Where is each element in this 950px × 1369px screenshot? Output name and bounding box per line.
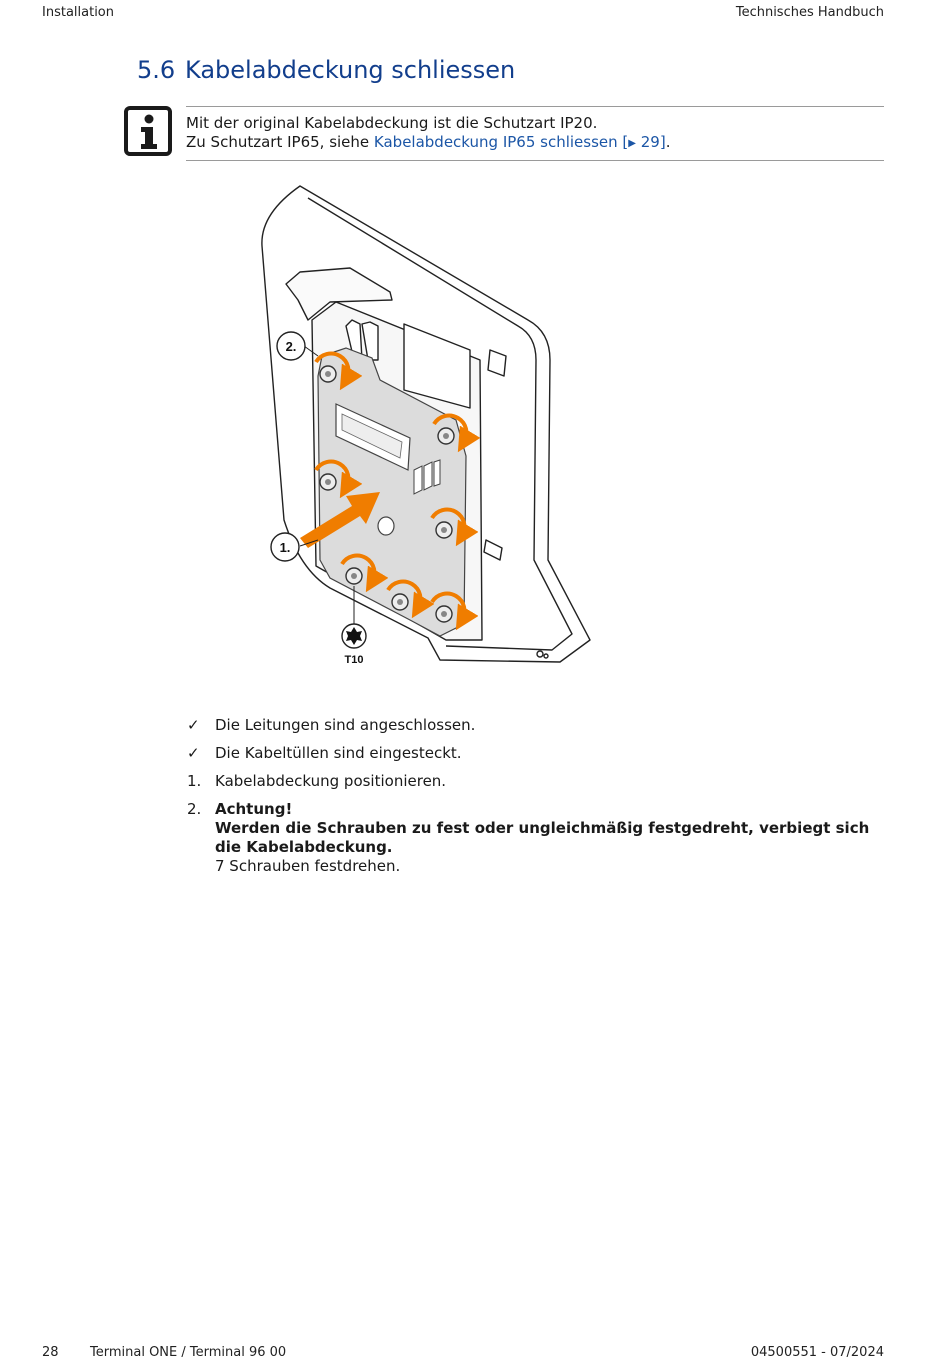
tool-label: T10 xyxy=(345,654,364,666)
info-note: Mit der original Kabelabdeckung ist die … xyxy=(186,114,670,153)
step-text: Die Leitungen sind angeschlossen. xyxy=(215,716,476,734)
header-section-label: Installation xyxy=(42,5,115,20)
section-number: 5.6 xyxy=(137,56,176,84)
screw xyxy=(430,507,479,547)
screw xyxy=(386,579,435,619)
step-text: 7 Schrauben festdrehen. xyxy=(215,857,401,875)
list-item: 1. Kabelabdeckung positionieren. xyxy=(186,772,884,791)
info-top-rule xyxy=(186,106,884,107)
screw xyxy=(340,553,389,593)
cable-cover-plate xyxy=(317,347,467,637)
info-line-2: Zu Schutzart IP65, siehe Kabelabdeckung … xyxy=(186,133,671,151)
callout-2: 2. xyxy=(276,331,306,361)
screw xyxy=(314,459,363,499)
list-item: 2. Achtung! Werden die Schrauben zu fest… xyxy=(186,800,884,876)
info-icon xyxy=(124,106,172,156)
screw xyxy=(432,413,481,453)
warning-title: Achtung! xyxy=(215,800,293,818)
callout-2-leader xyxy=(303,345,319,357)
screw xyxy=(430,591,479,631)
footer-document-title: Terminal ONE / Terminal 96 00 xyxy=(90,1345,287,1360)
step-number: 1. xyxy=(187,772,202,790)
check-icon: ✓ xyxy=(187,744,200,762)
svg-text:2.: 2. xyxy=(286,339,297,354)
torx-t10-icon: T10 xyxy=(341,623,367,666)
svg-text:1.: 1. xyxy=(280,540,291,555)
cable-cover-illustration: 2. 1. T10 xyxy=(261,185,591,666)
callout-1-leader xyxy=(299,539,319,547)
step-text: Die Kabeltüllen sind eingesteckt. xyxy=(215,744,462,762)
header-document-label: Technisches Handbuch xyxy=(735,5,884,20)
callout-1: 1. xyxy=(270,532,300,562)
procedure-steps: ✓ Die Leitungen sind angeschlossen. ✓ Di… xyxy=(186,716,884,885)
screws xyxy=(314,351,481,631)
ip65-link[interactable]: Kabelabdeckung IP65 schliessen [▶ 29] xyxy=(373,133,666,151)
section-title: 5.6 Kabelabdeckung schliessen xyxy=(137,56,515,84)
list-item: ✓ Die Leitungen sind angeschlossen. xyxy=(186,716,884,735)
footer-document-code: 04500551 - 07/2024 xyxy=(750,1345,884,1360)
warning-text: Werden die Schrauben zu fest oder unglei… xyxy=(215,819,870,856)
info-bottom-rule xyxy=(186,160,884,161)
step-number: 2. xyxy=(187,800,202,818)
info-line-1: Mit der original Kabelabdeckung ist die … xyxy=(186,114,598,132)
screw xyxy=(314,351,363,391)
list-item: ✓ Die Kabeltüllen sind eingesteckt. xyxy=(186,744,884,763)
check-icon: ✓ xyxy=(187,716,200,734)
link-arrow-icon: ▶ xyxy=(628,138,636,149)
page-number: 28 xyxy=(42,1345,59,1360)
step-text: Kabelabdeckung positionieren. xyxy=(215,772,447,790)
positioning-arrow xyxy=(300,492,380,548)
section-title-text: Kabelabdeckung schliessen xyxy=(185,56,516,84)
